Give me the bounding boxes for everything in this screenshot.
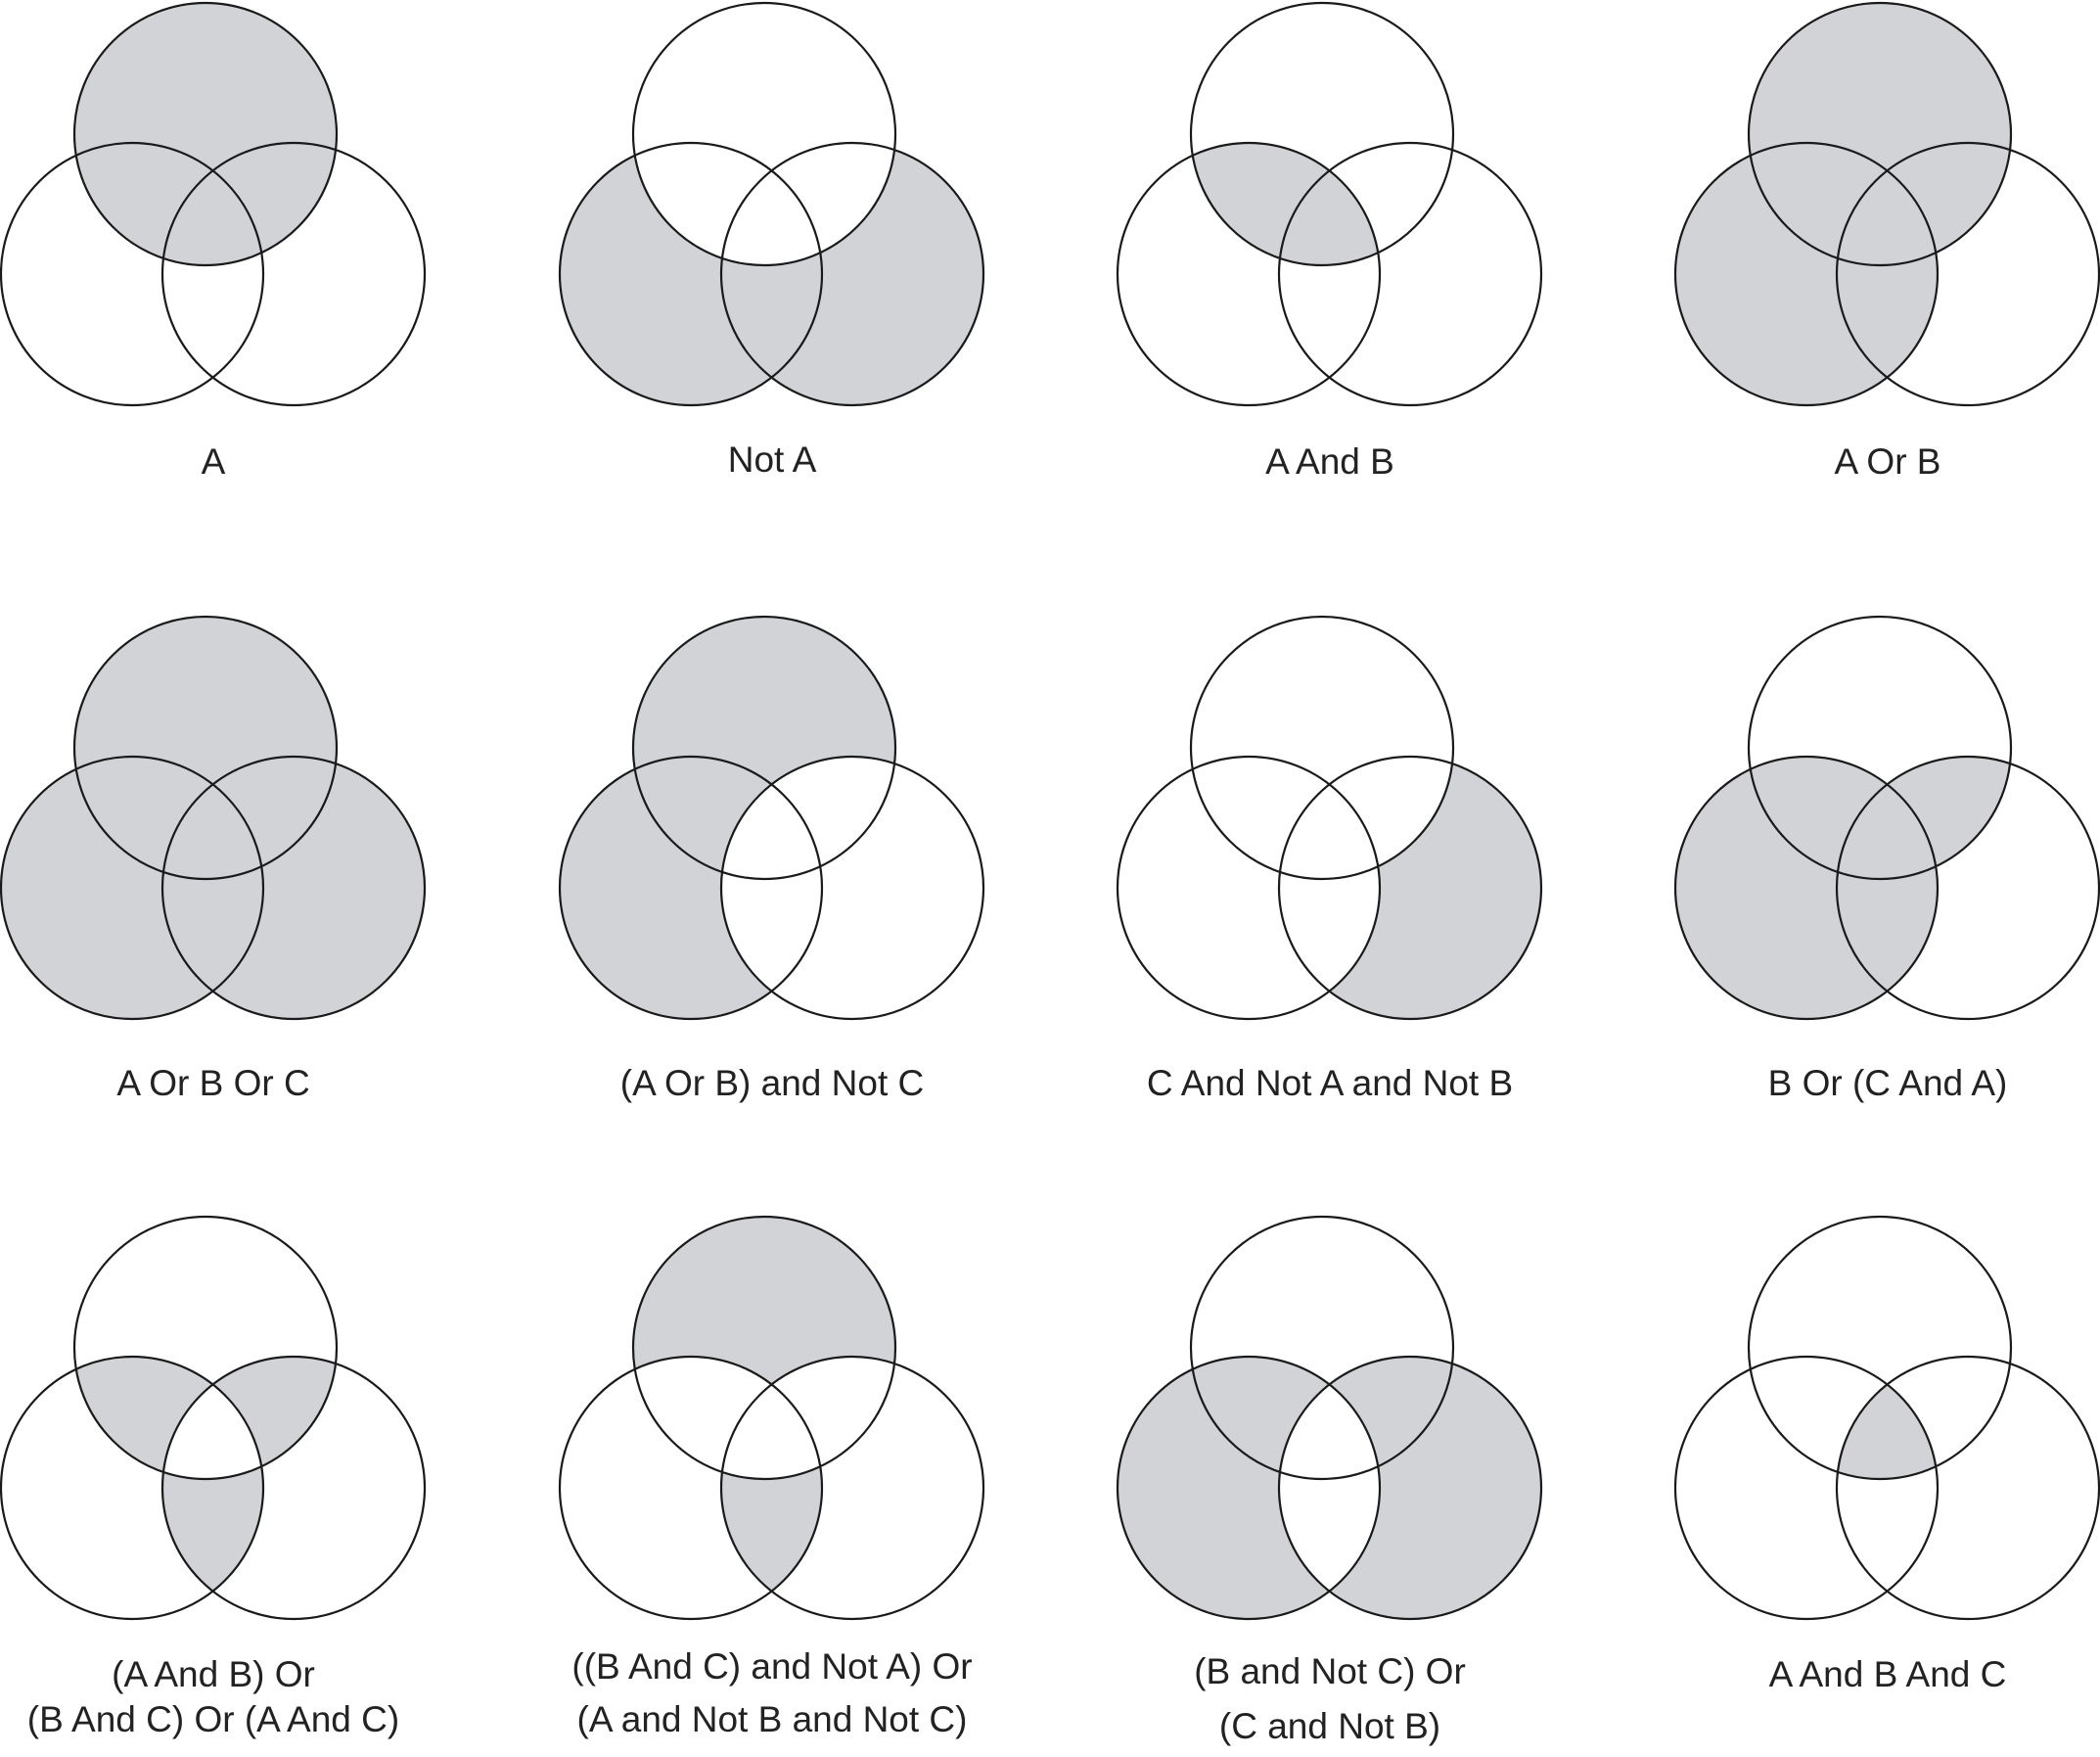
diagram-caption: (B and Not C) Or — [1194, 1651, 1466, 1691]
circle-a — [1747, 1215, 2013, 1481]
circle-a — [631, 615, 897, 881]
circle-c — [1277, 141, 1543, 407]
diagram-caption: A Or B — [1835, 441, 1941, 482]
circle-c — [160, 1355, 427, 1621]
diagram-caption: (A And B) Or — [112, 1654, 315, 1694]
circle-c — [1835, 141, 2100, 407]
circle-a — [72, 1, 339, 267]
circle-b — [558, 141, 824, 407]
circle-a — [1189, 1215, 1455, 1481]
diagram-caption: A And B And C — [1769, 1654, 2007, 1694]
circle-c — [1835, 755, 2100, 1021]
circle-b — [1673, 141, 1940, 407]
circle-b — [1116, 1355, 1382, 1621]
circle-c — [1277, 1355, 1543, 1621]
circle-a — [1747, 615, 2013, 881]
circle-b — [0, 1355, 265, 1621]
diagram-caption: A Or B Or C — [116, 1063, 309, 1103]
circle-b — [1116, 141, 1382, 407]
circle-c — [719, 1355, 985, 1621]
circle-c — [719, 755, 985, 1021]
diagram-caption: ((B And C) and Not A) Or — [571, 1646, 972, 1687]
circle-b — [1673, 755, 1940, 1021]
circle-c — [160, 141, 427, 407]
circle-b — [0, 755, 265, 1021]
circle-a — [1189, 615, 1455, 881]
circle-b — [1116, 755, 1382, 1021]
circle-a — [72, 1215, 339, 1481]
diagram-caption: (B And C) Or (A And C) — [27, 1699, 399, 1739]
diagram-caption: Not A — [728, 439, 817, 480]
circle-a — [1747, 1, 2013, 267]
circle-c — [719, 141, 985, 407]
circle-b — [0, 141, 265, 407]
circle-c — [1277, 755, 1543, 1021]
diagram-caption: B Or (C And A) — [1768, 1063, 2008, 1103]
diagram-caption: A And B — [1265, 441, 1394, 482]
circle-a — [631, 1, 897, 267]
diagram-caption: (A Or B) and Not C — [620, 1063, 925, 1103]
circle-a — [72, 615, 339, 881]
circle-a — [1189, 1, 1455, 267]
diagram-caption: C And Not A and Not B — [1147, 1063, 1513, 1103]
circle-b — [1673, 1355, 1940, 1621]
circle-c — [160, 755, 427, 1021]
circle-b — [558, 1355, 824, 1621]
circle-c — [1835, 1355, 2100, 1621]
circle-a — [631, 1215, 897, 1481]
diagram-caption: (A and Not B and Not C) — [577, 1699, 968, 1739]
circle-b — [558, 755, 824, 1021]
diagram-caption: (C and Not B) — [1219, 1706, 1440, 1746]
diagram-caption: A — [202, 441, 226, 482]
